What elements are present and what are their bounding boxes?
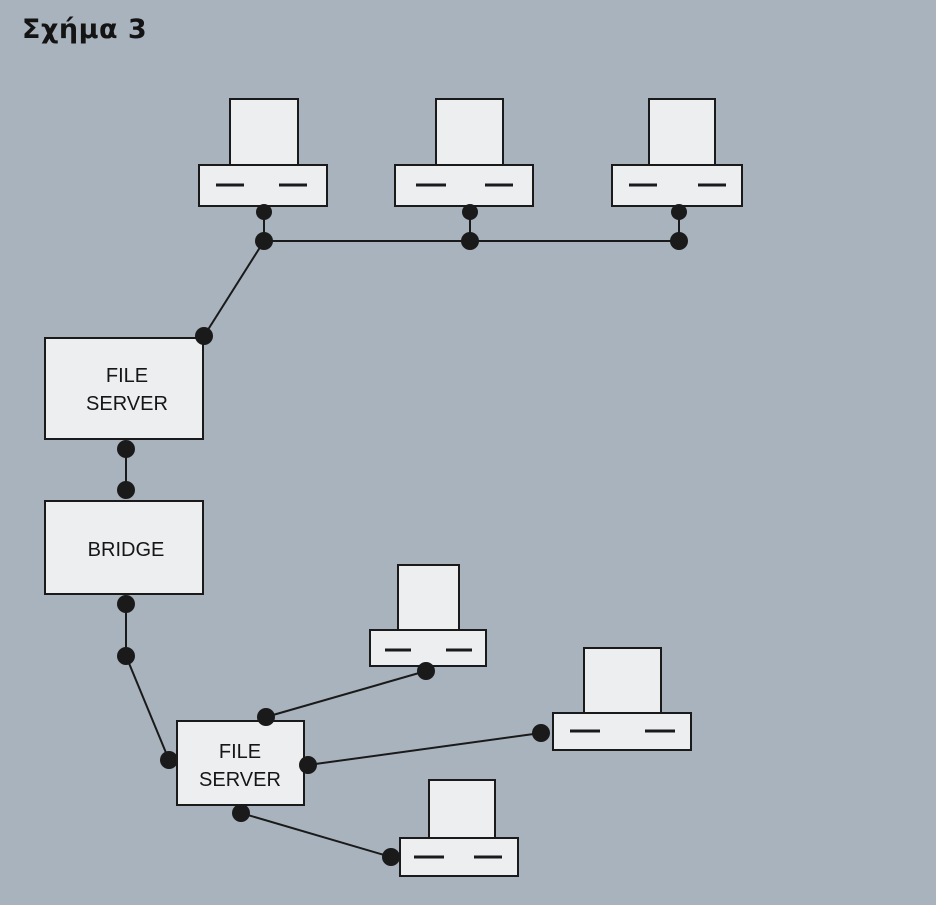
junction-dot [671,204,687,220]
junction-dot [257,708,275,726]
junction-dot [256,204,272,220]
file-server-bottom-line1: FILE [219,741,261,763]
workstation-monitor [397,564,460,631]
junction-dot [117,647,135,665]
junction-dot [160,751,178,769]
figure-title: Σχήμα 3 [22,14,148,45]
workstation-base [369,629,487,667]
workstation-3 [611,98,743,207]
junction-dot [462,204,478,220]
connector-fs2-ws5 [307,732,542,766]
connector-fs2-ws4 [265,670,427,718]
workstation-5 [552,647,692,751]
bridge-box: BRIDGE [44,500,204,595]
junction-dot [417,662,435,680]
connector-to-fileserver2 [125,655,170,761]
workstation-monitor [583,647,662,714]
junction-dot [117,595,135,613]
connector-fs2-ws6 [240,812,392,858]
junction-dot [195,327,213,345]
file-server-top-line1: FILE [106,365,148,387]
junction-dot [255,232,273,250]
junction-dot [461,232,479,250]
junction-dot [299,756,317,774]
junction-dot [232,804,250,822]
junction-dot [532,724,550,742]
bridge-label: BRIDGE [88,539,165,561]
connection-dots [117,204,688,866]
workstation-monitor [435,98,504,166]
junction-dot [382,848,400,866]
file-server-top-line2: SERVER [86,393,168,415]
file-server-top: FILE SERVER [44,337,204,440]
workstation-monitor [648,98,716,166]
junction-dot [670,232,688,250]
connector-bus-to-fileserver [203,240,265,337]
workstation-monitor [229,98,299,166]
workstation-4 [369,564,487,667]
workstation-6 [399,779,519,877]
workstation-monitor [428,779,496,839]
junction-dot [117,481,135,499]
workstation-1 [198,98,328,207]
file-server-bottom: FILE SERVER [176,720,305,806]
workstation-2 [394,98,534,207]
junction-dot [117,440,135,458]
file-server-bottom-line2: SERVER [199,769,281,791]
